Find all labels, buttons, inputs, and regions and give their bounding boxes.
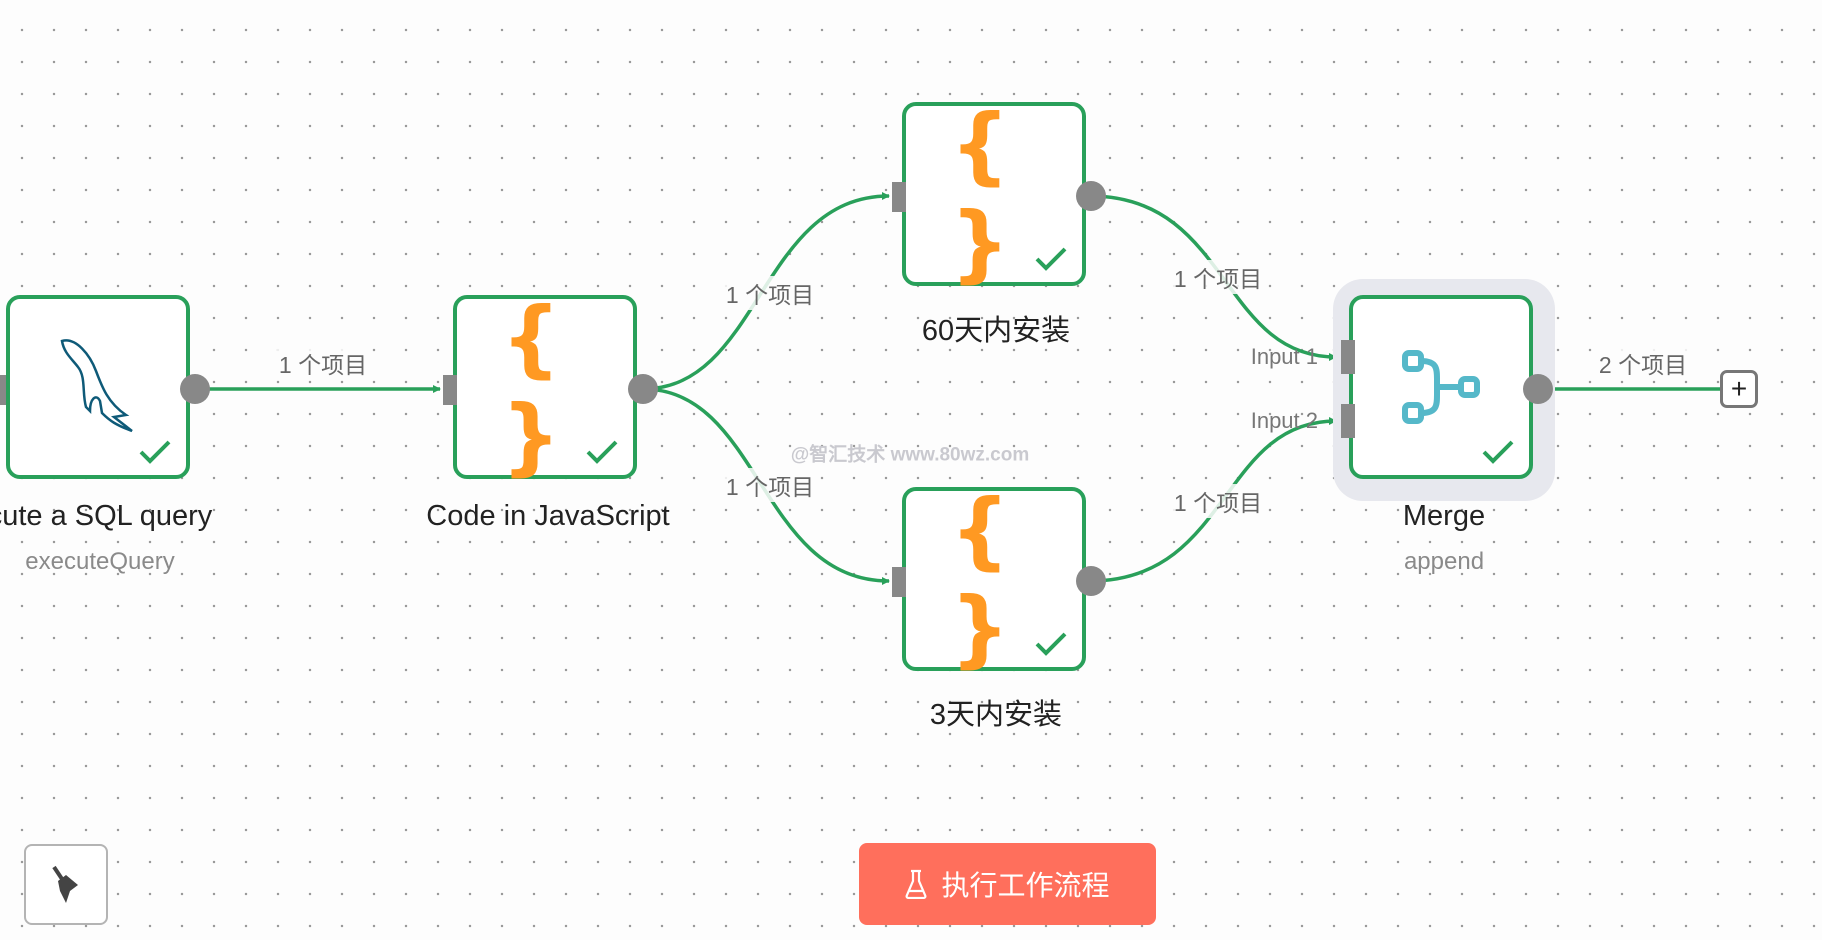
success-check-icon (1035, 247, 1067, 271)
flask-icon (906, 869, 927, 899)
input-handle[interactable] (892, 182, 906, 212)
node-subtitle: executeQuery (25, 548, 175, 575)
plus-icon: + (1730, 373, 1748, 404)
node-title: 60天内安装 (921, 315, 1071, 347)
clear-execution-button[interactable] (24, 844, 108, 925)
success-check-icon (1482, 440, 1514, 464)
edge-label: 1 个项目 (1171, 260, 1265, 294)
execute-workflow-button[interactable]: 执行工作流程 (859, 843, 1156, 925)
output-handle[interactable] (1076, 181, 1106, 211)
input-handle[interactable] (892, 567, 906, 597)
edge-label: 1 个项目 (723, 276, 817, 310)
node-3-days-install[interactable]: { } (902, 481, 1086, 677)
code-braces-icon: { } (950, 96, 1010, 292)
node-execute-sql-query[interactable] (6, 295, 190, 479)
edge-label: 1 个项目 (1171, 484, 1265, 518)
code-braces-icon: { } (950, 481, 1010, 677)
success-check-icon (139, 440, 171, 464)
edge-label: 1 个项目 (276, 346, 370, 380)
node-subtitle: append (1403, 548, 1485, 575)
input-handle[interactable] (0, 375, 6, 405)
mysql-dolphin-icon (60, 339, 133, 433)
merge-icon (1402, 350, 1480, 424)
success-check-icon (586, 440, 618, 464)
output-handle[interactable] (1076, 566, 1106, 596)
watermark: @智汇技术 www.80wz.com (790, 444, 1030, 466)
edge-label: 1 个项目 (723, 468, 817, 502)
output-handle[interactable] (628, 374, 658, 404)
broom-icon (52, 865, 78, 903)
success-check-icon (1035, 632, 1067, 656)
output-handle[interactable] (1523, 374, 1553, 404)
node-code-in-javascript[interactable]: { } (453, 289, 637, 485)
node-title: 3天内安装 (929, 699, 1063, 731)
input-handle-2[interactable] (1341, 404, 1355, 438)
input-handle[interactable] (443, 375, 457, 405)
node-title: Code in JavaScript (426, 500, 670, 532)
input-handle-1[interactable] (1341, 340, 1355, 374)
node-merge[interactable] (1349, 295, 1533, 479)
input-label-2: Input 2 (1250, 408, 1318, 433)
execute-workflow-label: 执行工作流程 (941, 870, 1110, 901)
code-braces-icon: { } (501, 289, 561, 485)
output-handle[interactable] (180, 374, 210, 404)
edge-label: 2 个项目 (1596, 346, 1690, 380)
input-label-1: Input 1 (1250, 344, 1318, 369)
node-60-days-install[interactable]: { } (902, 96, 1086, 292)
node-title: Merge (1402, 500, 1486, 532)
node-title: cute a SQL query (0, 500, 213, 532)
add-node-button[interactable]: + (1720, 370, 1758, 408)
